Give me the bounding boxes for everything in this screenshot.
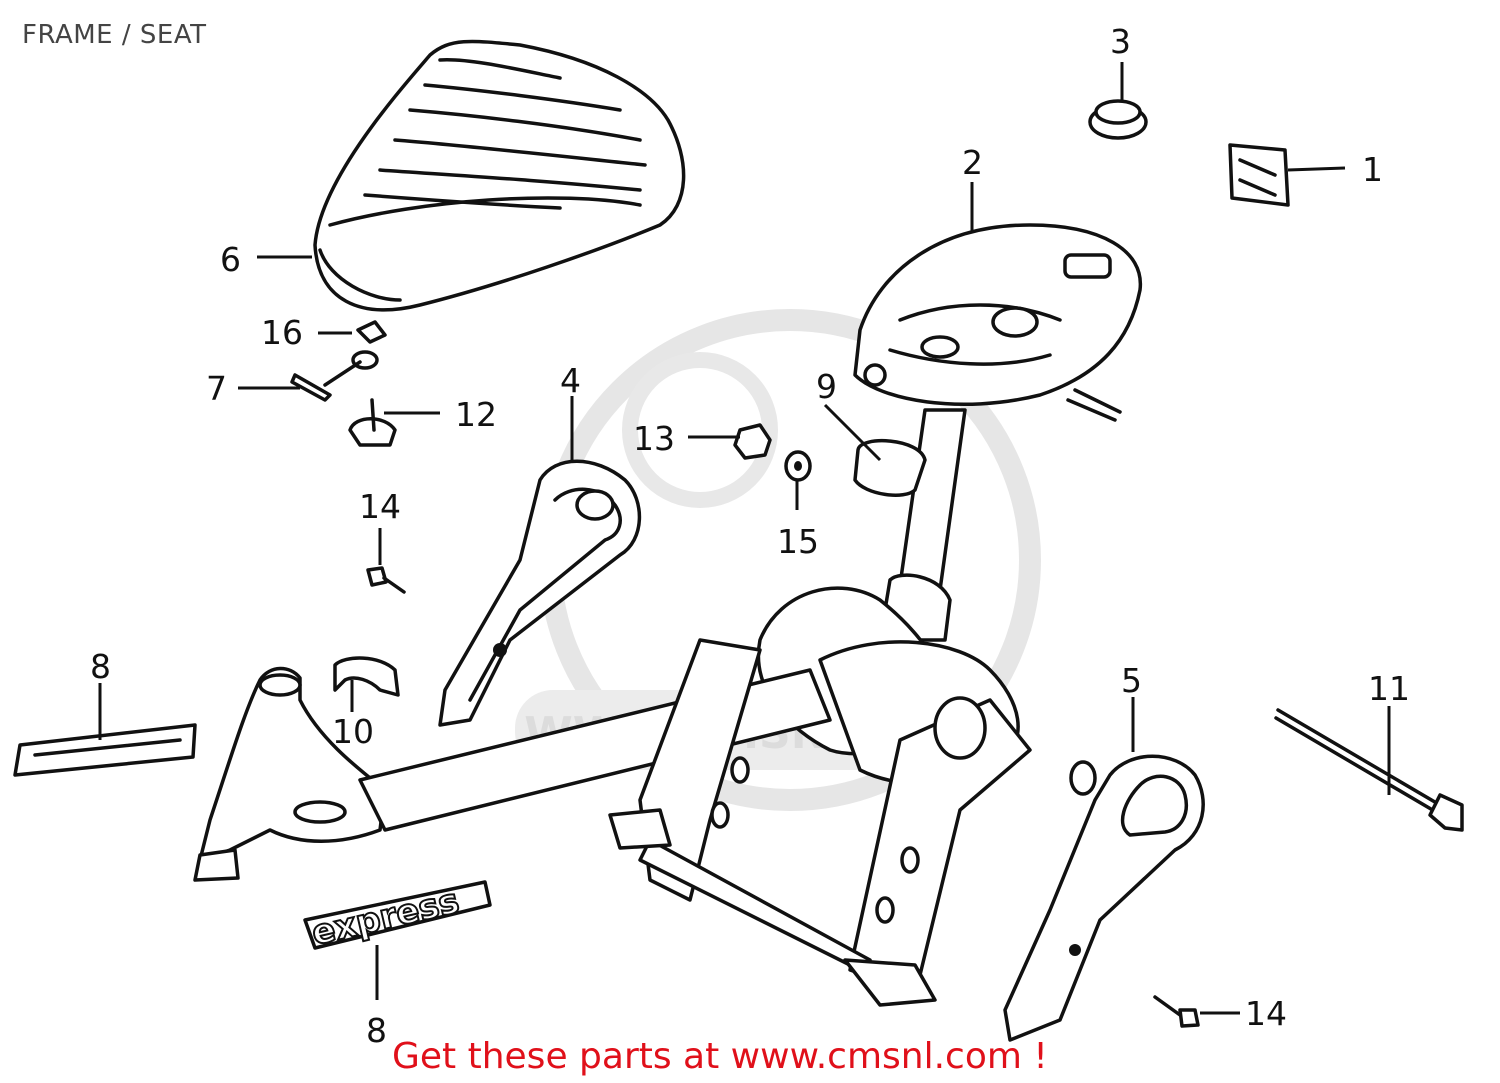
part-nut[interactable] (733, 423, 772, 460)
callout-3: 3 (1110, 22, 1131, 61)
leader-lines (98, 62, 1391, 1015)
callout-14-right: 14 (1245, 994, 1287, 1033)
callout-15: 15 (777, 522, 819, 561)
callout-labels: 1 2 3 4 5 6 7 8 8 9 10 11 12 13 14 14 15… (90, 22, 1410, 1050)
part-screw-left[interactable] (366, 566, 406, 594)
callout-4: 4 (560, 361, 581, 400)
part-collar[interactable] (853, 438, 927, 497)
callout-8-bottom: 8 (366, 1011, 387, 1050)
callout-1: 1 (1362, 150, 1383, 189)
part-emblem-express[interactable]: express (303, 880, 492, 955)
part-washer[interactable] (784, 450, 812, 482)
part-long-bolt[interactable] (1274, 708, 1464, 832)
part-cap-nut[interactable] (356, 320, 387, 344)
part-seat-bracket[interactable] (853, 223, 1143, 422)
express-logo-text: express (308, 881, 463, 954)
part-plate[interactable] (1228, 143, 1290, 207)
callout-14-left: 14 (359, 487, 401, 526)
part-emblem-strip[interactable] (13, 723, 197, 777)
page-title: FRAME / SEAT (22, 20, 207, 50)
callout-11: 11 (1368, 669, 1410, 708)
callout-8-top: 8 (90, 647, 111, 686)
part-seat-latch[interactable] (290, 350, 379, 402)
callout-13: 13 (633, 419, 675, 458)
callout-16: 16 (261, 313, 303, 352)
callout-7: 7 (206, 369, 227, 408)
callout-10: 10 (332, 712, 374, 751)
callout-2: 2 (962, 143, 983, 182)
part-clip[interactable] (333, 656, 400, 697)
part-grommet[interactable] (1088, 99, 1148, 140)
callout-9: 9 (816, 367, 837, 406)
footer-parts-link[interactable]: Get these parts at www.cmsnl.com ! (392, 1036, 1048, 1077)
part-screw-right[interactable] (1153, 995, 1200, 1028)
part-left-step-bracket[interactable] (438, 459, 642, 727)
part-wing-bolt[interactable] (348, 398, 397, 447)
callout-5: 5 (1121, 661, 1142, 700)
part-frame[interactable] (193, 408, 1032, 1007)
part-right-step-bracket[interactable] (1003, 754, 1205, 1042)
callout-6: 6 (220, 240, 241, 279)
callout-12: 12 (455, 395, 497, 434)
part-seat[interactable] (313, 39, 686, 312)
